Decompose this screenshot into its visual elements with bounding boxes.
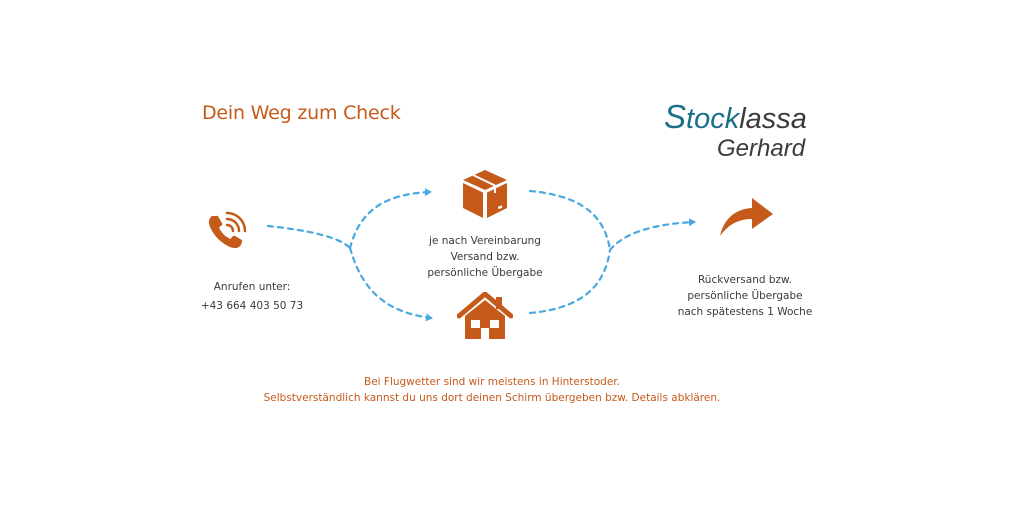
arrow-call-to-split [266, 224, 352, 250]
logo-firstname: Gerhard [717, 135, 806, 162]
ship-text-line3: persönliche Übergabe [427, 267, 543, 279]
phone-icon [208, 211, 247, 249]
house-icon [457, 292, 513, 339]
package-icon [463, 170, 507, 218]
brand-logo: Stocklassa Gerhard [664, 98, 834, 168]
page-title: Dein Weg zum Check [202, 102, 401, 124]
return-arrow-icon [720, 198, 773, 236]
phone-number[interactable]: +43 664 403 50 73 [200, 300, 304, 312]
ship-text-line2: Versand bzw. [450, 251, 520, 263]
arrow-split-to-package [348, 188, 432, 250]
arrow-house-to-merge [528, 248, 612, 315]
ship-text-line1: je nach Vereinbarung [429, 235, 541, 247]
logo-name: Stocklassa [664, 98, 807, 135]
arrow-split-to-house [348, 246, 433, 322]
note-line1: Bei Flugwetter sind wir meistens in Hint… [363, 376, 620, 388]
note-line2: Selbstverständlich kannst du uns dort de… [263, 392, 721, 404]
arrow-package-to-merge [528, 189, 612, 252]
call-label: Anrufen unter: [213, 281, 291, 293]
return-text-line1: Rückversand bzw. [697, 274, 793, 286]
return-text-line2: persönliche Übergabe [687, 290, 803, 302]
arrow-merge-to-return [608, 218, 696, 252]
return-text-line3: nach spätestens 1 Woche [677, 306, 813, 318]
